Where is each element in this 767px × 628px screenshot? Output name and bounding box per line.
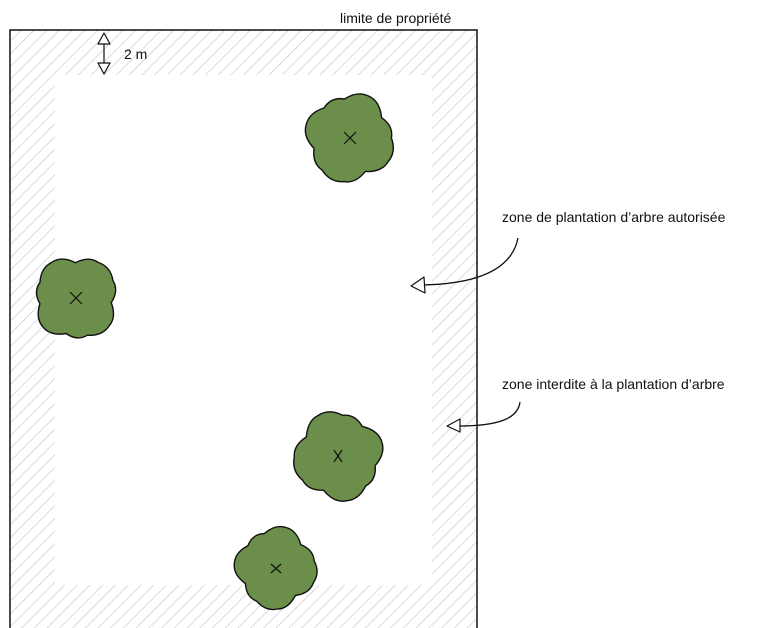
allowed-zone-label: zone de plantation d’arbre autorisée — [502, 209, 726, 225]
property-limit-label: limite de propriété — [340, 10, 451, 26]
tree-left — [35, 258, 117, 339]
tree-left-trunk-mark — [69, 291, 83, 305]
tree-top-right — [304, 93, 395, 183]
tree-bottom-trunk-mark — [270, 563, 282, 574]
forbidden-zone-label: zone interdite à la plantation d’arbre — [502, 376, 725, 392]
distance-arrow-icon — [97, 32, 111, 75]
allowed-zone-arrow-icon — [410, 237, 519, 294]
distance-label: 2 m — [124, 46, 147, 62]
tree-top-right-trunk-mark — [343, 131, 357, 145]
tree-middle-right-trunk-mark — [333, 449, 343, 463]
forbidden-zone-arrow-icon — [446, 401, 521, 433]
property-boundary-line — [9, 29, 478, 628]
tree-bottom — [233, 525, 318, 611]
tree-middle-right — [293, 411, 384, 502]
